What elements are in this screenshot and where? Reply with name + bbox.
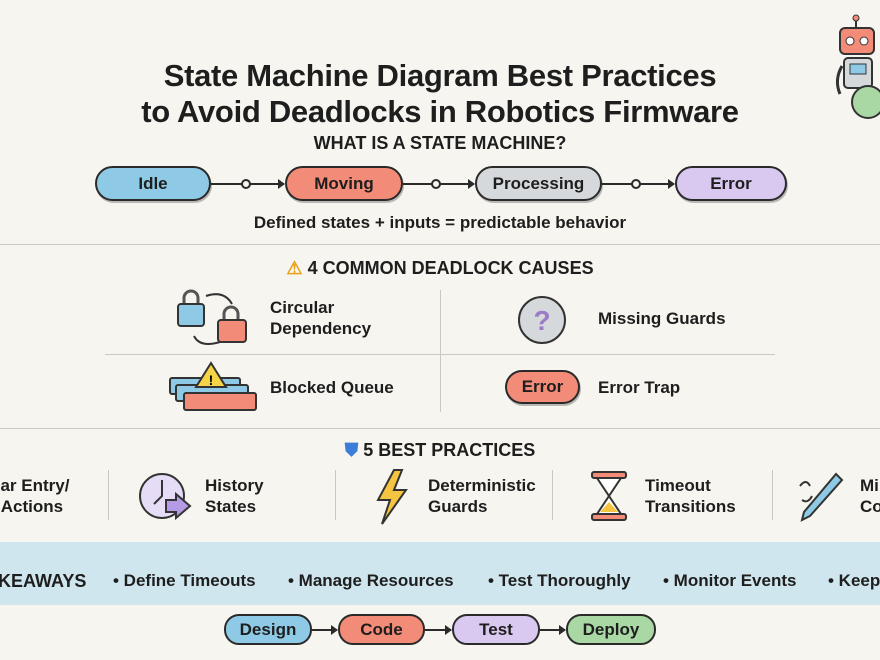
- deadlock-heading: ⚠ 4 COMMON DEADLOCK CAUSES: [0, 258, 880, 279]
- divider: [108, 470, 109, 520]
- workflow-code: Code: [338, 614, 425, 645]
- shield-icon: ⛊: [344, 440, 359, 460]
- takeaway-item: • Define Timeouts: [113, 571, 256, 590]
- cause-label: Circular: [270, 298, 335, 317]
- cause-label: Dependency: [270, 319, 372, 338]
- padlocks-cycle-icon: [177, 289, 247, 345]
- hourglass-icon: [591, 471, 627, 521]
- workflow-design: Design: [224, 614, 312, 645]
- takeaways-band: [0, 542, 880, 605]
- practice-label: Timeout: [645, 476, 711, 495]
- queue-warning-icon: !: [169, 361, 257, 411]
- practice-label: Co: [860, 497, 880, 516]
- divider: [0, 244, 880, 245]
- practice-label: Guards: [428, 497, 488, 516]
- title-line-2: to Avoid Deadlocks in Robotics Firmware: [141, 94, 739, 129]
- cause-blocked-queue: Blocked Queue: [270, 378, 394, 397]
- practices-heading-text: 5 BEST PRACTICES: [363, 440, 536, 460]
- state-moving: Moving: [285, 166, 403, 201]
- practice-label: Mi: [860, 476, 879, 495]
- clock-history-icon: [139, 473, 192, 521]
- practices-heading: ⛊ 5 BEST PRACTICES: [0, 440, 880, 461]
- workflow-arrow: [540, 625, 566, 635]
- question-icon: ?: [518, 296, 566, 344]
- workflow-arrow: [312, 625, 338, 635]
- takeaways-label: KEAWAYS: [0, 571, 87, 591]
- practice-label: ear Entry/: [0, 476, 70, 495]
- cause-missing-guards: Missing Guards: [598, 309, 726, 328]
- workflow-test: Test: [452, 614, 540, 645]
- divider: [772, 470, 773, 520]
- state-processing: Processing: [475, 166, 602, 201]
- takeaway-item: • Monitor Events: [663, 571, 797, 590]
- transition-arrow: [211, 179, 285, 189]
- deadlock-heading-text: 4 COMMON DEADLOCK CAUSES: [307, 258, 594, 278]
- workflow-arrow: [425, 625, 452, 635]
- title-line-1: State Machine Diagram Best Practices: [163, 58, 717, 93]
- error-pill: Error: [505, 370, 580, 404]
- takeaway-item: • Keep: [828, 571, 880, 590]
- workflow-deploy: Deploy: [566, 614, 656, 645]
- practice-label: History: [205, 476, 264, 495]
- svg-text:?: ?: [533, 305, 550, 336]
- robot-icon: [835, 14, 880, 119]
- transition-arrow: [403, 179, 475, 189]
- divider: [552, 470, 553, 520]
- state-machine-heading: WHAT IS A STATE MACHINE?: [313, 133, 567, 153]
- grid-divider: [105, 354, 775, 355]
- state-error: Error: [675, 166, 787, 201]
- practice-label: Deterministic: [428, 476, 536, 495]
- practice-label: States: [205, 497, 257, 516]
- svg-text:!: !: [209, 372, 214, 388]
- divider: [0, 428, 880, 429]
- state-machine-caption: Defined states + inputs = predictable be…: [253, 213, 627, 232]
- takeaway-item: • Manage Resources: [288, 571, 454, 590]
- warning-icon: ⚠: [286, 258, 303, 278]
- lightning-icon: [376, 469, 408, 525]
- state-idle: Idle: [95, 166, 211, 201]
- divider: [335, 470, 336, 520]
- cause-error-trap: Error Trap: [598, 378, 681, 397]
- grid-divider: [440, 290, 441, 412]
- practice-label: Transitions: [645, 497, 736, 516]
- transition-arrow: [602, 179, 675, 189]
- practice-label: t Actions: [0, 497, 64, 516]
- thermometer-icon: [799, 472, 844, 522]
- takeaway-item: • Test Thoroughly: [488, 571, 631, 590]
- practice-entry-exit-actions: ear Entry/t Actions: [0, 475, 69, 517]
